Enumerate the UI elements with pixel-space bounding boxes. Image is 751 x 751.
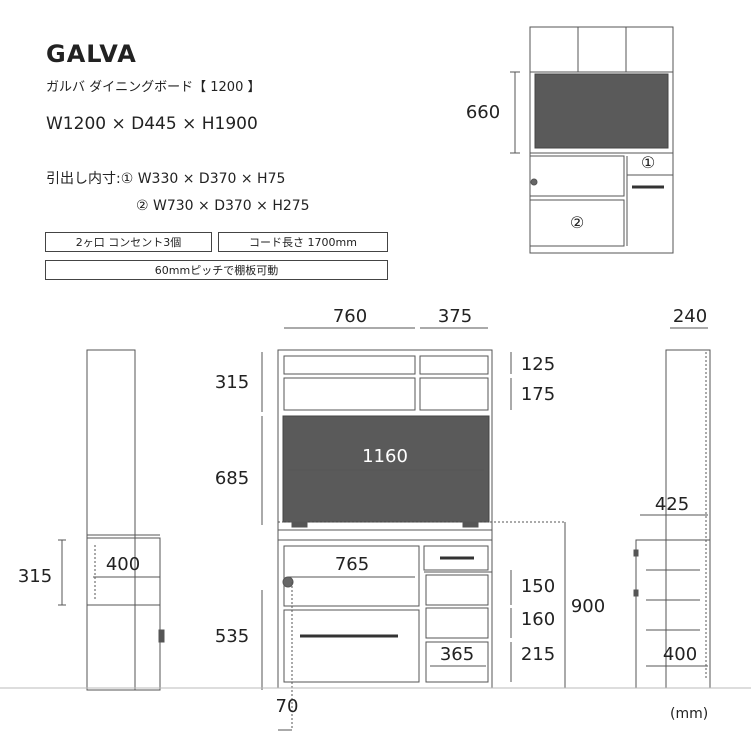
dim-base-height: 535	[215, 626, 249, 647]
dim-drawer1-height: 150	[521, 576, 555, 597]
dim-side-depth-bottom: 400	[663, 644, 697, 665]
dim-inner-width: 365	[440, 644, 474, 665]
dim-left-side-height: 315	[18, 566, 52, 587]
dim-upper-height: 315	[215, 372, 249, 393]
dim-top-left-width: 760	[333, 306, 367, 327]
thumbnail-front-view	[510, 26, 674, 254]
dim-drawer2-height: 160	[521, 609, 555, 630]
thumb-drawer2-label: ②	[570, 213, 584, 232]
shelf-pitch-tag: 60mmピッチで棚板可動	[45, 260, 388, 280]
drawer-inner-size-1: 引出し内寸:① W330 × D370 × H75	[46, 171, 286, 187]
thumb-glass-panel	[534, 73, 669, 149]
product-subtitle: ガルバ ダイニングボード【 1200 】	[46, 80, 261, 95]
drawer-inner-size-2: ② W730 × D370 × H275	[136, 198, 310, 214]
side-handle-icon	[158, 629, 165, 643]
unit-label: (mm)	[670, 706, 709, 722]
glass-panel	[282, 415, 490, 523]
dim-side-depth-mid: 425	[655, 494, 689, 515]
thumb-knob-icon	[530, 178, 538, 186]
thumb-height-label: 660	[466, 102, 500, 123]
left-side-view	[58, 349, 165, 691]
product-title: GALVA	[46, 40, 137, 68]
dim-side-depth-top: 240	[673, 306, 707, 327]
dim-counter-height: 900	[571, 596, 605, 617]
outlet-tag: 2ヶ口 コンセント3個	[45, 232, 212, 252]
dim-left-side-width: 400	[106, 554, 140, 575]
product-size: W1200 × D445 × H1900	[46, 114, 258, 134]
dim-glass-width: 1160	[362, 446, 408, 467]
main-front-view	[261, 327, 566, 731]
dim-counter-width: 765	[335, 554, 369, 575]
dim-knob-offset: 70	[276, 696, 299, 717]
thumb-drawer1-label: ①	[641, 153, 655, 172]
dim-drawer3-height: 215	[521, 644, 555, 665]
dim-top-right-width: 375	[438, 306, 472, 327]
cord-length-tag: コード長さ 1700mm	[218, 232, 388, 252]
dim-shelf1-height: 125	[521, 354, 555, 375]
dim-shelf2-height: 175	[521, 384, 555, 405]
dim-glass-height: 685	[215, 468, 249, 489]
